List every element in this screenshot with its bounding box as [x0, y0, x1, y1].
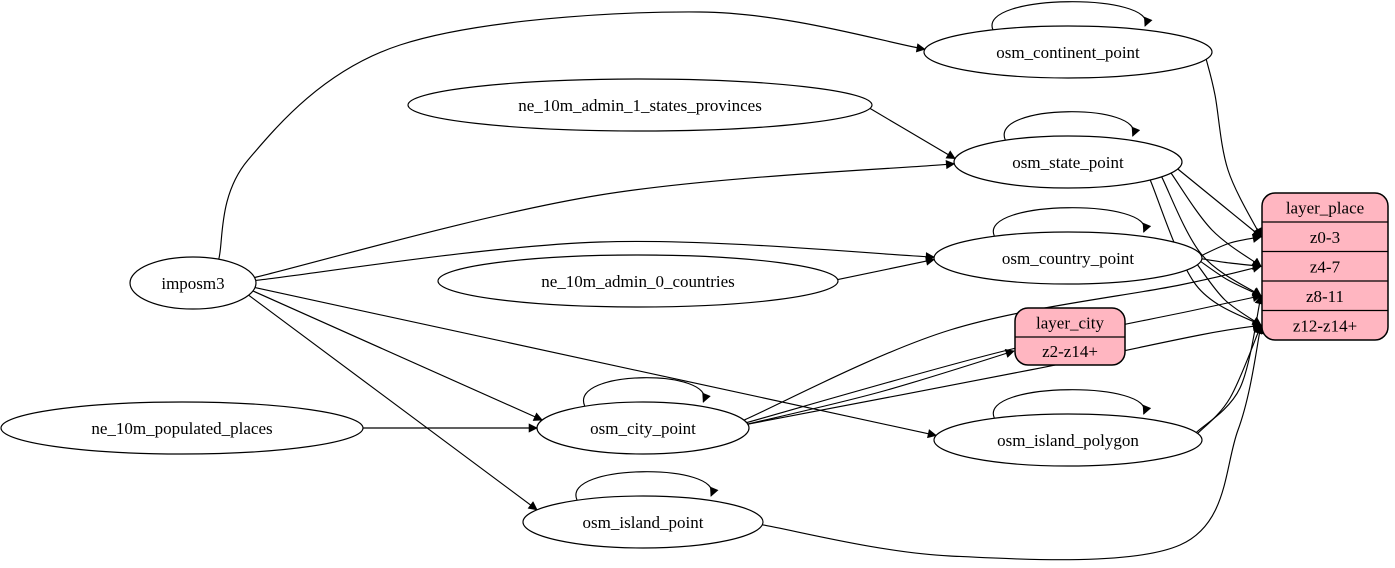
- node-osm_continent_point: osm_continent_point: [923, 25, 1213, 79]
- node-osm_country_point: osm_country_point: [933, 231, 1203, 285]
- edge-osm_state_point-to-layer_place-z0-3: [1177, 168, 1262, 238]
- record-header-layer_city: layer_city: [1036, 314, 1104, 333]
- edge-osm_island_polygon-self-loop: [992, 389, 1152, 419]
- records-layer: layer_place z0-3 z4-7 z8-11 z12-z14+ layer_ci…: [1014, 192, 1389, 366]
- node-label-osm_continent_point: osm_continent_point: [996, 43, 1140, 62]
- edge-osm_island_polygon-to-layer_place-z8-11: [1195, 294, 1264, 433]
- node-label-osm_state_point: osm_state_point: [1012, 153, 1124, 172]
- node-shape-ne_10m_admin_0_countries: [437, 254, 839, 308]
- node-label-ne_10m_admin_1_states_provinces: ne_10m_admin_1_states_provinces: [518, 96, 762, 115]
- edge-imposm3-to-osm_island_point: [248, 294, 538, 511]
- node-shape-osm_country_point: [933, 231, 1203, 285]
- edge-osm_city_point-self-loop: [583, 377, 711, 407]
- edge-osm_country_point-to-layer_place-z0-3: [1201, 233, 1262, 257]
- edge-osm_island_point-to-layer_place-z12-z14+: [762, 324, 1264, 561]
- record-layer_city: layer_city z2-z14+: [1014, 307, 1126, 366]
- record-row-layer_place-z4-7: z4-7: [1310, 257, 1341, 276]
- edge-osm_city_point-to-layer_place-z12-z14+: [747, 322, 1262, 425]
- node-ne_10m_admin_0_countries: ne_10m_admin_0_countries: [437, 254, 839, 308]
- node-osm_state_point: osm_state_point: [953, 135, 1183, 189]
- edge-osm_country_point-self-loop: [992, 207, 1152, 237]
- edge-osm_city_point-to-layer_city-z2-z14+: [747, 349, 1015, 425]
- edge-imposm3-to-osm_country_point: [255, 240, 935, 281]
- node-shape-osm_state_point: [953, 135, 1183, 189]
- node-imposm3: imposm3: [129, 256, 257, 310]
- node-label-osm_island_point: osm_island_point: [583, 513, 704, 532]
- node-label-imposm3: imposm3: [161, 274, 224, 293]
- node-shape-ne_10m_populated_places: [0, 401, 364, 455]
- edge-osm_state_point-self-loop: [1003, 111, 1141, 141]
- record-row-layer_city-z2-z14+: z2-z14+: [1042, 342, 1098, 361]
- node-shape-osm_island_polygon: [933, 413, 1203, 467]
- edge-osm_state_point-to-layer_place-z12-z14+: [1149, 179, 1262, 326]
- node-osm_island_polygon: osm_island_polygon: [933, 413, 1203, 467]
- edge-osm_continent_point-to-layer_place-z0-3: [1205, 59, 1262, 238]
- node-osm_island_point: osm_island_point: [522, 495, 764, 549]
- node-shape-osm_island_point: [522, 495, 764, 549]
- nodes-layer: imposm3 ne_10m_admin_1_states_provincesne…: [0, 25, 1213, 549]
- node-label-osm_city_point: osm_city_point: [590, 419, 696, 438]
- node-osm_city_point: osm_city_point: [536, 401, 750, 455]
- node-ne_10m_admin_1_states_provinces: ne_10m_admin_1_states_provinces: [407, 78, 873, 132]
- edge-imposm3-to-osm_city_point: [252, 290, 543, 421]
- edge-osm_country_point-to-layer_place-z12-z14+: [1196, 264, 1262, 326]
- node-label-ne_10m_admin_0_countries: ne_10m_admin_0_countries: [541, 272, 735, 291]
- edge-osm_continent_point-self-loop: [991, 1, 1153, 31]
- edge-osm_island_polygon-to-layer_place-z12-z14+: [1197, 324, 1262, 434]
- record-shape-layer_place: [1261, 192, 1389, 341]
- node-label-osm_island_polygon: osm_island_polygon: [997, 431, 1139, 450]
- record-row-layer_place-z0-3: z0-3: [1310, 228, 1340, 247]
- edge-ne_10m_admin_0_countries-to-osm_country_point: [837, 256, 936, 281]
- node-shape-imposm3: [129, 256, 257, 310]
- node-label-osm_country_point: osm_country_point: [1002, 249, 1134, 268]
- edge-osm_island_point-self-loop: [575, 471, 719, 501]
- edge-osm_state_point-to-layer_place-z4-7: [1170, 172, 1262, 267]
- node-label-ne_10m_populated_places: ne_10m_populated_places: [91, 419, 272, 438]
- record-row-layer_place-z12-z14+: z12-z14+: [1293, 316, 1357, 335]
- edge-imposm3-to-osm_island_polygon: [254, 287, 938, 439]
- edges-layer: [218, 1, 1264, 561]
- node-ne_10m_populated_places: ne_10m_populated_places: [0, 401, 364, 455]
- edge-imposm3-to-osm_state_point: [254, 159, 956, 279]
- node-shape-ne_10m_admin_1_states_provinces: [407, 78, 873, 132]
- record-row-layer_place-z8-11: z8-11: [1306, 287, 1344, 306]
- record-header-layer_place: layer_place: [1286, 199, 1364, 218]
- record-layer_place: layer_place z0-3 z4-7 z8-11 z12-z14+: [1261, 192, 1389, 341]
- edge-ne_10m_admin_1_states_provinces-to-osm_state_point: [869, 107, 956, 160]
- node-shape-osm_city_point: [536, 401, 750, 455]
- edge-imposm3-to-osm_continent_point: [218, 11, 926, 260]
- node-shape-osm_continent_point: [923, 25, 1213, 79]
- edge-osm_country_point-to-layer_place-z8-11: [1200, 261, 1262, 297]
- edge-osm_city_point-to-layer_place-z8-11: [746, 293, 1262, 424]
